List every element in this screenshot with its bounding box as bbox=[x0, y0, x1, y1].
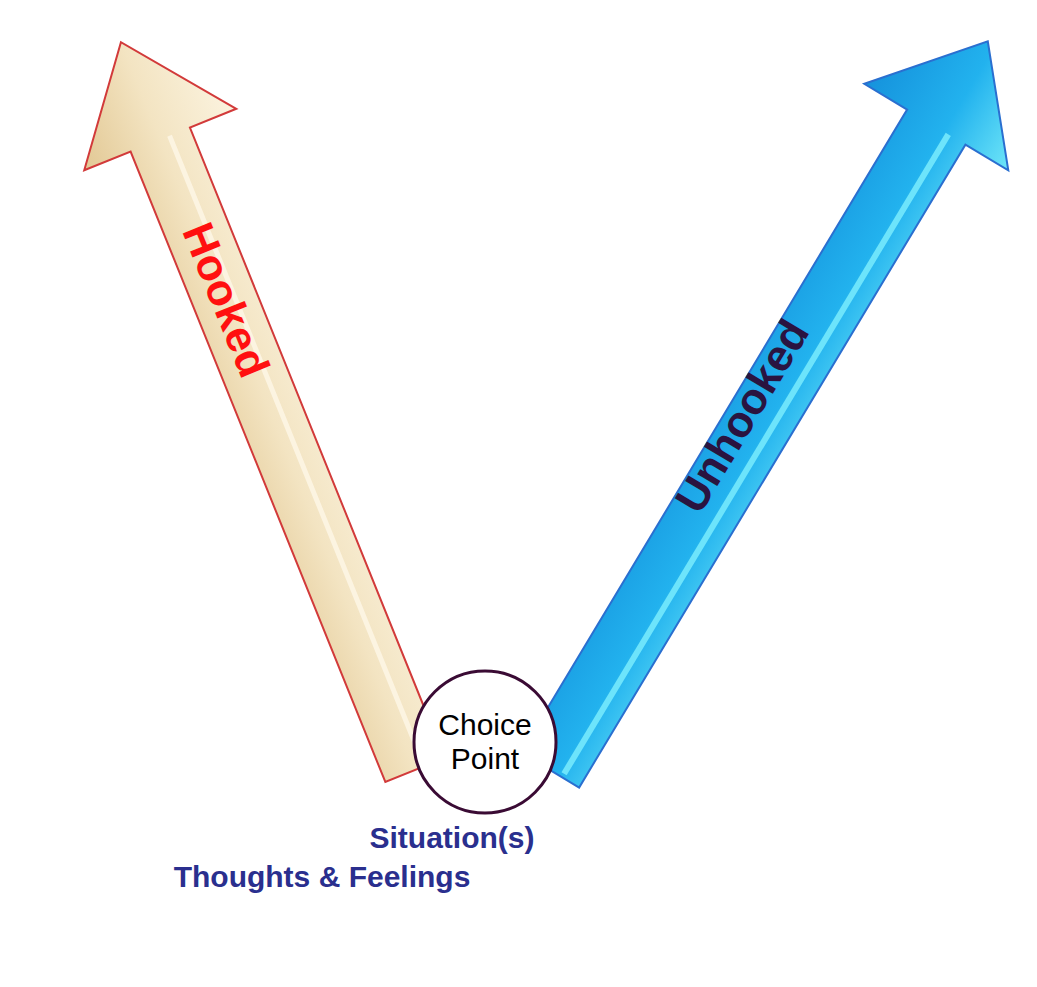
situation-label: Situation(s) bbox=[370, 821, 535, 855]
unhooked-arrow bbox=[478, 0, 1037, 813]
node-text-group: Choice Point bbox=[430, 708, 540, 777]
hooked-arrow bbox=[45, 11, 491, 800]
unhooked-label: Unhooked bbox=[665, 311, 819, 521]
choice-point-circle: Choice Point bbox=[412, 669, 558, 815]
thoughts-feelings-label: Thoughts & Feelings bbox=[174, 860, 471, 894]
hooked-label: Hooked bbox=[173, 216, 280, 384]
node-text: Choice Point bbox=[430, 708, 540, 777]
